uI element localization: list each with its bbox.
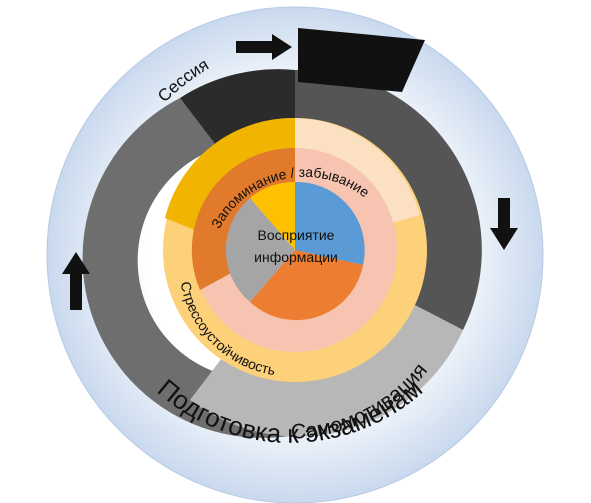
pie-blue [295,181,365,265]
arrow-right-icon [236,34,292,60]
session-block [298,28,425,92]
outer-ring-edge [46,6,544,503]
arrow-down-icon [490,198,518,250]
center-label-line1: Восприятие [258,227,335,243]
center-label-line2: информации [254,249,338,265]
arrow-up-icon [62,252,90,310]
pie-yellow [250,181,295,250]
pie-gray [225,198,295,302]
memory-orange-segment [191,147,295,290]
pie-orange [250,250,363,321]
cycle-segment-left [82,98,295,438]
center-pie [225,181,365,321]
